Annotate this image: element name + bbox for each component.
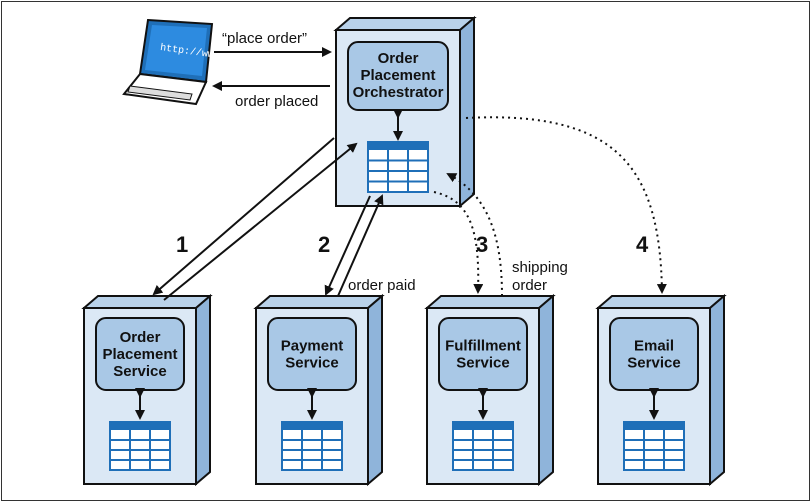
shipping-order-label-line-2: order [512,277,547,294]
step4-notify-arrow [465,116,667,294]
step2-response-arrow [337,194,384,297]
orchestrator-title-line-3: Orchestrator [353,84,444,101]
order-placed-label: order placed [235,93,318,110]
step-3-label: 3 [476,232,488,257]
place-order-label: “place order” [222,30,307,47]
step3-response-arrow [446,173,503,297]
step1-request-arrow [152,137,335,296]
step-2-label: 2 [318,232,330,257]
table-header [624,422,684,430]
order-placement-service-database-icon [109,421,171,471]
order-placement-service-title-line-1: Order [120,329,161,346]
email-service-database-icon [623,421,685,471]
box-side-face [538,293,554,487]
order-placement-service-title-line-3: Service [113,363,166,380]
order-paid-label: order paid [348,277,416,294]
email-service-title-line-1: Email [634,338,674,355]
box-side-face [367,293,383,487]
box-top-face [253,295,385,309]
box-top-face [595,295,727,309]
payment-service-title-line-1: Payment [281,338,344,355]
step2-request-arrow [324,195,371,296]
box-side-face [195,293,211,487]
shipping-order-label-line-1: shipping [512,259,568,276]
email-service-title-line-2: Service [627,355,680,372]
box-top-face [81,295,213,309]
fulfillment-service-title-line-2: Service [456,355,509,372]
fulfillment-service-database-icon [452,421,514,471]
orchestrator-database-icon [367,141,429,193]
orchestrator-title-line-1: Order [378,50,419,67]
box-top-face [424,295,556,309]
table-header [110,422,170,430]
step-4-label: 4 [636,232,649,257]
table-header [453,422,513,430]
payment-service-title-line-2: Service [285,355,338,372]
laptop-icon: http://www [122,18,220,106]
order-placement-service-title-line-2: Placement [102,346,177,363]
fulfillment-service-title-line-1: Fulfillment [445,338,521,355]
step3-request-arrow [433,191,484,294]
box-side-face [709,293,725,487]
table-header [368,142,428,150]
table-header [282,422,342,430]
payment-service-database-icon [281,421,343,471]
step-1-label: 1 [176,232,188,257]
orchestrator-title-line-2: Placement [360,67,435,84]
step1-response-arrow [163,142,358,301]
